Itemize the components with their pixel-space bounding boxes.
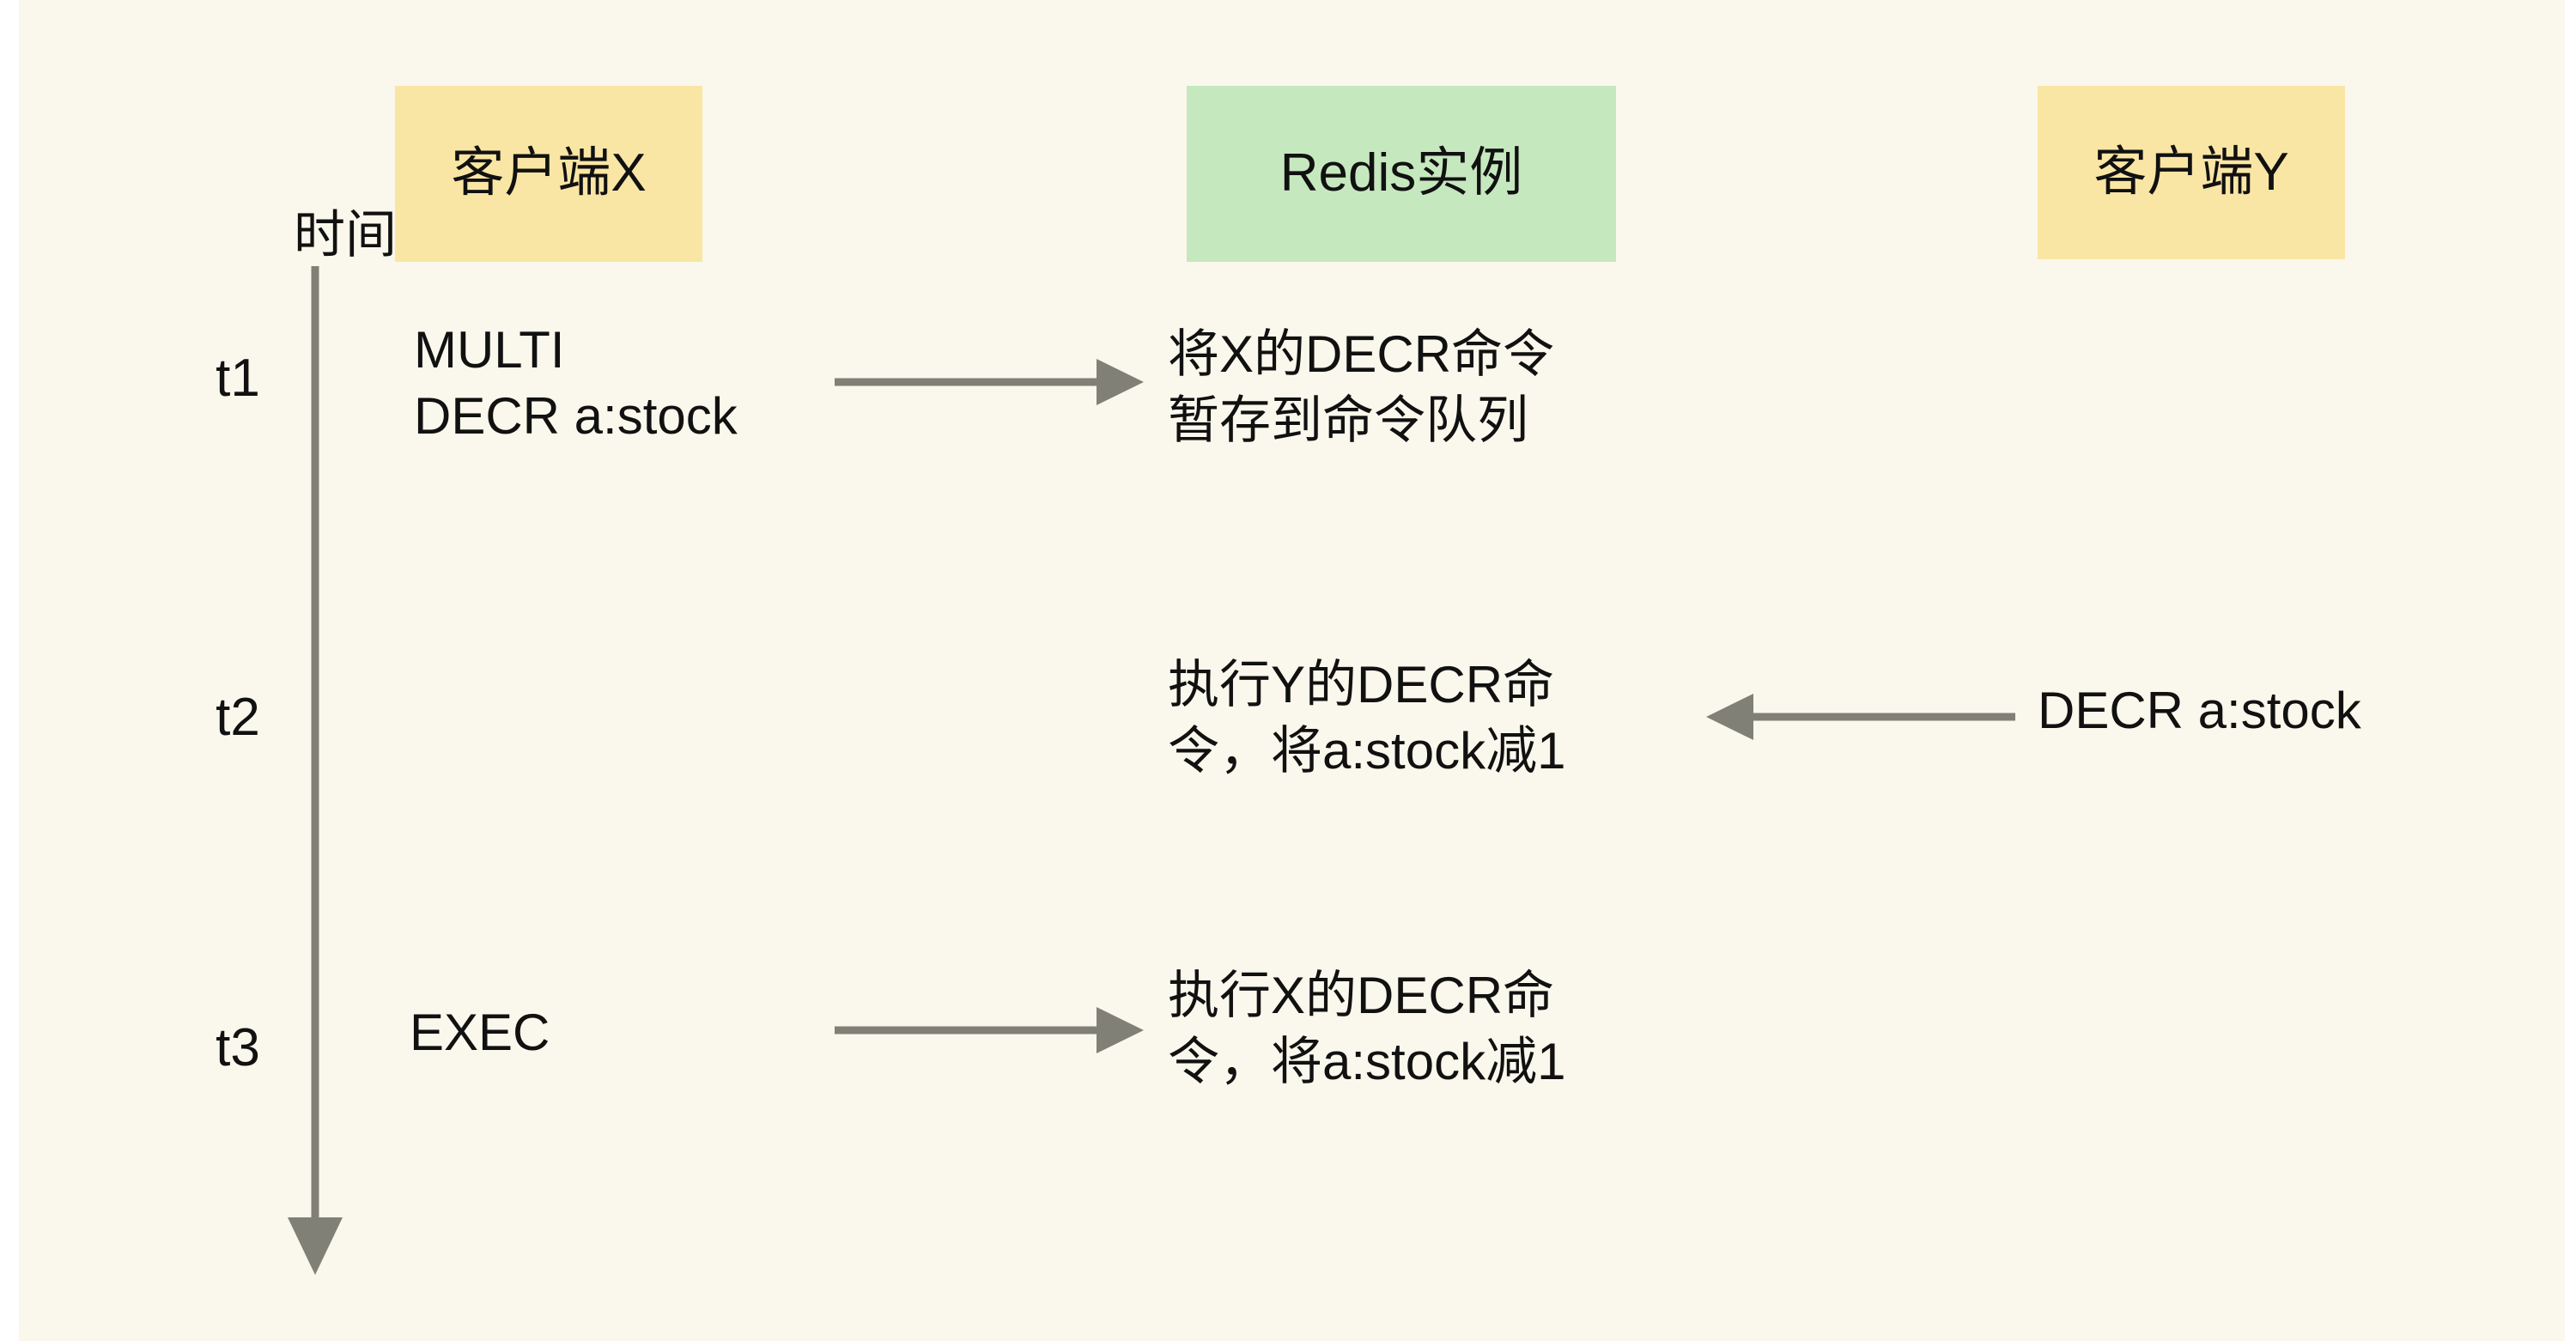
time-tick-t1: t1 (216, 349, 260, 408)
lane-header-client-y: 客户端Y (2038, 86, 2345, 259)
arrow-t1-client-x-to-redis (835, 359, 1144, 405)
lane-header-client-x: 客户端X (395, 86, 702, 262)
diagram-canvas: 客户端X Redis实例 客户端Y 时间 t1 t2 t3 MULTI DECR… (19, 0, 2565, 1341)
time-tick-t3: t3 (216, 1018, 260, 1077)
message-t1-client-x: MULTI DECR a:stock (414, 321, 738, 445)
message-t2-redis: 执行Y的DECR命 令，将a:stock减1 (1168, 656, 1566, 780)
time-axis-arrow-icon (288, 266, 343, 1275)
message-t1-redis: 将X的DECR命令 暂存到命令队列 (1168, 325, 1555, 449)
lane-header-redis-label: Redis实例 (1279, 143, 1523, 203)
lane-header-redis: Redis实例 (1187, 86, 1616, 262)
arrow-t3-client-x-to-redis (835, 1007, 1144, 1053)
time-axis-label: 时间 (294, 206, 397, 264)
message-t2-client-y: DECR a:stock (2038, 682, 2361, 739)
message-t3-client-x: EXEC (410, 1004, 550, 1061)
lane-header-client-x-label: 客户端X (451, 143, 647, 203)
arrow-t2-client-y-to-redis (1706, 694, 2015, 740)
lane-header-client-y-label: 客户端Y (2093, 142, 2289, 202)
message-t3-redis: 执行X的DECR命 令，将a:stock减1 (1168, 967, 1566, 1090)
time-tick-t2: t2 (216, 688, 260, 747)
